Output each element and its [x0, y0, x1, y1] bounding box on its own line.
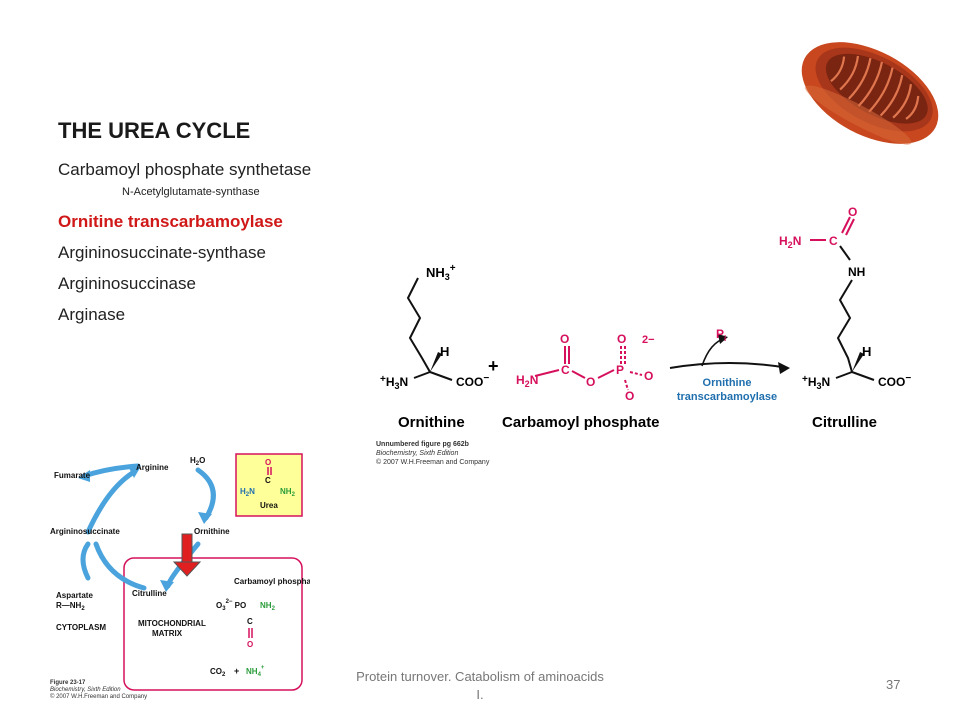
figure-credit-line2: Biochemistry, Sixth Edition — [50, 687, 121, 693]
svg-text:C: C — [561, 363, 570, 377]
ornithine-label: Ornithine — [194, 527, 230, 536]
svg-text:C: C — [247, 617, 253, 626]
reaction-credit-line2: Biochemistry, Sixth Edition — [376, 450, 458, 457]
svg-text:O: O — [644, 369, 653, 383]
figure-credit-line3: © 2007 W.H.Freeman and Company — [50, 693, 147, 700]
fumarate-label: Fumarate — [54, 471, 91, 480]
svg-text:NH2: NH2 — [280, 487, 296, 498]
ornithine-transcarbamoylase-reaction: NH3+ H +H3N COO− Ornithine + O H2N C O P… — [376, 205, 911, 466]
svg-text:NH2: NH2 — [260, 601, 276, 612]
red-down-arrow — [172, 533, 202, 577]
svg-text:NH: NH — [848, 265, 865, 279]
enzyme-argininosuccinate-synthase: Argininosuccinate-synthase — [58, 243, 266, 262]
svg-text:NH3+: NH3+ — [426, 263, 456, 282]
citrulline-label: Citrulline — [132, 589, 167, 598]
mitochondrion-cristae — [830, 55, 920, 120]
figure-credit-line1: Figure 23-17 — [50, 680, 86, 686]
cycle-arrowheads — [78, 466, 212, 592]
plus-sign: + — [488, 356, 499, 376]
citrulline-structure — [810, 216, 875, 381]
svg-text:O: O — [617, 332, 626, 346]
slide-title: THE UREA CYCLE — [58, 118, 251, 143]
svg-text:O: O — [586, 375, 595, 389]
enzyme-label-line2: transcarbamoylase — [677, 391, 777, 403]
svg-text:+: + — [234, 666, 239, 676]
carbamoyl-phosphate-structure — [534, 346, 643, 391]
svg-text:CO2: CO2 — [210, 667, 226, 678]
svg-text:O32− PO: O32− PO — [216, 599, 246, 612]
enzyme-label-line1: Ornithine — [703, 377, 752, 389]
svg-text:H2O: H2O — [190, 456, 205, 467]
svg-text:C: C — [829, 234, 838, 248]
matrix-label: MATRIX — [152, 629, 183, 638]
svg-text:NH4+: NH4+ — [246, 665, 265, 678]
svg-text:COO−: COO− — [456, 373, 489, 389]
svg-text:P: P — [616, 363, 624, 377]
svg-text:+H3N: +H3N — [802, 374, 830, 391]
urea-box — [235, 453, 303, 517]
svg-text:+H3N: +H3N — [380, 374, 408, 391]
svg-text:2−: 2− — [642, 334, 655, 346]
urea-cycle-figure: O C H2N NH2 Urea Fumarate Arginine H2O A… — [50, 453, 310, 700]
argininosuccinate-label: Argininosuccinate — [50, 527, 120, 536]
carbamoyl-phosphate-label: Carbamoyl phosphate — [234, 577, 310, 586]
enzyme-carbamoyl-phosphate-synthetase: Carbamoyl phosphate synthetase — [58, 160, 312, 179]
svg-text:C: C — [265, 476, 271, 485]
svg-text:H2N: H2N — [240, 487, 255, 498]
svg-text:Pi: Pi — [716, 327, 726, 343]
svg-text:COO−: COO− — [878, 373, 911, 389]
svg-text:H2N: H2N — [779, 234, 801, 250]
enzyme-argininosuccinase: Argininosuccinase — [58, 274, 196, 293]
svg-text:O: O — [265, 458, 271, 467]
svg-text:O: O — [848, 205, 857, 219]
mitochondrial-label: MITOCHONDRIAL — [138, 619, 206, 628]
citrulline-name: Citrulline — [812, 414, 877, 431]
enzyme-arginase: Arginase — [58, 305, 126, 324]
svg-text:O: O — [560, 332, 569, 346]
reaction-arrow — [669, 334, 790, 374]
arginine-label: Arginine — [136, 463, 169, 472]
svg-text:H: H — [862, 344, 871, 359]
svg-text:O: O — [247, 640, 253, 649]
mitochondrion-illustration — [801, 42, 939, 145]
page-number: 37 — [886, 677, 901, 692]
footer-text-line1: Protein turnover. Catabolism of aminoaci… — [356, 669, 604, 684]
aspartate-label: Aspartate — [56, 591, 93, 600]
slide-footer: Protein turnover. Catabolism of aminoaci… — [335, 668, 625, 704]
carbamoyl-phosphate-name: Carbamoyl phosphate — [502, 414, 660, 431]
reaction-credit-line3: © 2007 W.H.Freeman and Company — [376, 458, 490, 466]
svg-text:R—NH2: R—NH2 — [56, 601, 85, 612]
ornithine-h-label: H — [440, 344, 449, 359]
cytoplasm-label: CYTOPLASM — [56, 623, 106, 632]
ornithine-structure — [406, 277, 453, 381]
reaction-credit-line1: Unnumbered figure pg 662b — [376, 441, 469, 448]
mitochondrion-highlight — [805, 85, 912, 145]
enzyme-ornitine-transcarbamoylase: Ornitine transcarbamoylase — [58, 212, 283, 231]
footer-text-line2: I. — [476, 687, 484, 702]
svg-text:O: O — [625, 389, 634, 403]
urea-label: Urea — [260, 501, 278, 510]
mitochondrial-matrix-box — [123, 557, 303, 691]
ornithine-name: Ornithine — [398, 414, 465, 431]
svg-text:H2N: H2N — [516, 373, 538, 389]
enzyme-n-acetylglutamate-synthase: N-Acetylglutamate-synthase — [122, 186, 260, 198]
